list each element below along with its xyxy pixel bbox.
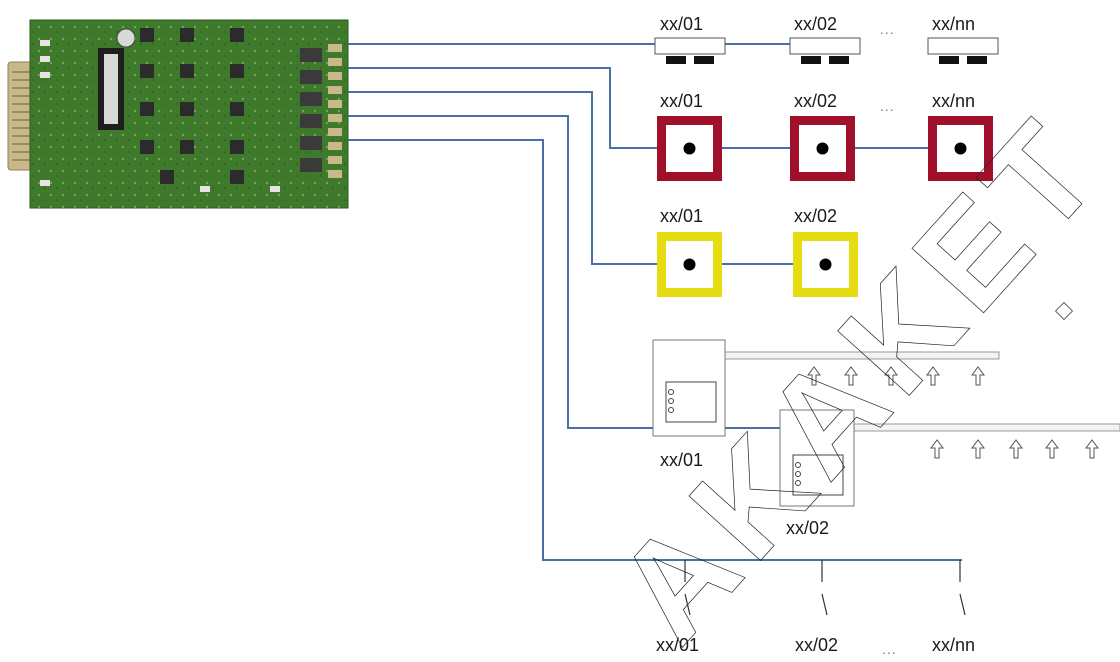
switch-contact-icon — [959, 560, 966, 616]
loop5-label-3: xx/nn — [932, 635, 975, 655]
loop1-label-2: xx/02 — [794, 14, 837, 34]
yellow-manual-call-point-icon — [657, 232, 722, 297]
ceiling-detector-icon — [927, 37, 999, 64]
switch-contact-icon — [821, 560, 828, 616]
loop4-label-1: xx/01 — [660, 450, 703, 470]
loop2-label-3: xx/nn — [932, 91, 975, 111]
sampling-pipe-2 — [853, 423, 1120, 459]
loop5-label-2: xx/02 — [795, 635, 838, 655]
loop2-call-points: xx/01 xx/02 ... xx/nn — [657, 91, 993, 181]
loop3-label-2: xx/02 — [794, 206, 837, 226]
loop5-ellipsis: ... — [882, 641, 897, 657]
aspirating-detector-icon — [652, 339, 726, 437]
watermark-diamond — [1055, 302, 1073, 320]
wires — [348, 43, 962, 561]
loop1-ellipsis: ... — [880, 21, 895, 37]
loop2-label-2: xx/02 — [794, 91, 837, 111]
yellow-manual-call-point-icon — [793, 232, 858, 297]
red-manual-call-point-icon — [928, 116, 993, 181]
loop2-ellipsis: ... — [880, 98, 895, 114]
red-manual-call-point-icon — [657, 116, 722, 181]
loop3-call-points: xx/01 xx/02 — [657, 206, 858, 297]
loop4-aspirating: xx/01 xx/02 — [652, 339, 1120, 538]
wire-loop5 — [348, 139, 962, 561]
loop1-detectors: xx/01 xx/02 ... xx/nn — [654, 14, 999, 64]
loop1-label-1: xx/01 — [660, 14, 703, 34]
wire-loop4 — [348, 115, 653, 429]
aspirating-detector-icon — [779, 409, 855, 507]
wire-loop2 — [348, 67, 657, 149]
air-flow-arrows — [807, 366, 985, 386]
ceiling-detector-icon — [654, 37, 726, 64]
red-manual-call-point-icon — [790, 116, 855, 181]
loop5-label-1: xx/01 — [656, 635, 699, 655]
ceiling-detector-icon — [789, 37, 861, 64]
loop1-label-3: xx/nn — [932, 14, 975, 34]
wire-loop3 — [348, 91, 657, 265]
loop2-label-1: xx/01 — [660, 91, 703, 111]
controller-board-icon — [7, 19, 349, 209]
loop5-contacts: xx/01 xx/02 ... xx/nn — [656, 560, 975, 657]
loop3-label-1: xx/01 — [660, 206, 703, 226]
air-flow-arrows — [930, 439, 1099, 459]
switch-contact-icon — [684, 560, 691, 616]
loop4-label-2: xx/02 — [786, 518, 829, 538]
